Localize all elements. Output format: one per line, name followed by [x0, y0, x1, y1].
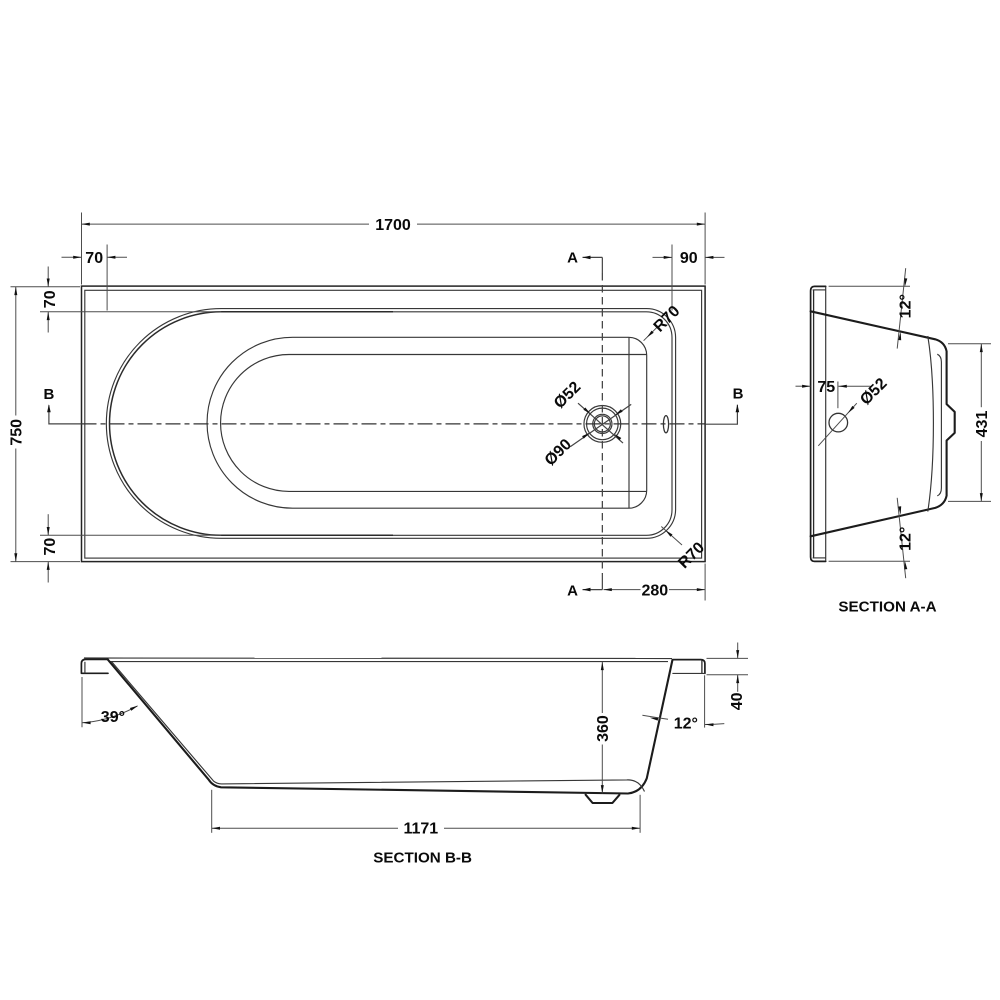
svg-text:70: 70: [85, 250, 103, 267]
svg-text:12°: 12°: [898, 294, 915, 318]
svg-text:70: 70: [42, 290, 59, 308]
svg-text:1171: 1171: [403, 821, 438, 838]
svg-text:R70: R70: [675, 539, 708, 572]
svg-text:280: 280: [641, 582, 668, 599]
svg-text:70: 70: [42, 538, 59, 556]
svg-text:40: 40: [729, 692, 746, 710]
svg-text:Ø90: Ø90: [542, 436, 575, 469]
svg-text:Ø52: Ø52: [551, 379, 584, 412]
svg-text:75: 75: [817, 379, 835, 396]
svg-text:SECTION B-B: SECTION B-B: [373, 849, 472, 866]
svg-text:B: B: [43, 386, 54, 403]
svg-text:B: B: [733, 386, 744, 403]
svg-text:Ø52: Ø52: [857, 375, 890, 408]
svg-text:750: 750: [9, 419, 26, 446]
svg-text:1700: 1700: [375, 217, 411, 234]
svg-text:431: 431: [974, 411, 991, 438]
svg-text:360: 360: [595, 715, 612, 742]
svg-text:SECTION A-A: SECTION A-A: [838, 599, 936, 616]
svg-text:12°: 12°: [898, 527, 915, 551]
svg-text:A: A: [567, 250, 578, 267]
svg-text:12°: 12°: [674, 715, 698, 732]
svg-text:R70: R70: [651, 303, 684, 336]
svg-text:A: A: [567, 583, 578, 600]
svg-text:90: 90: [680, 250, 698, 267]
svg-text:39°: 39°: [101, 709, 125, 726]
